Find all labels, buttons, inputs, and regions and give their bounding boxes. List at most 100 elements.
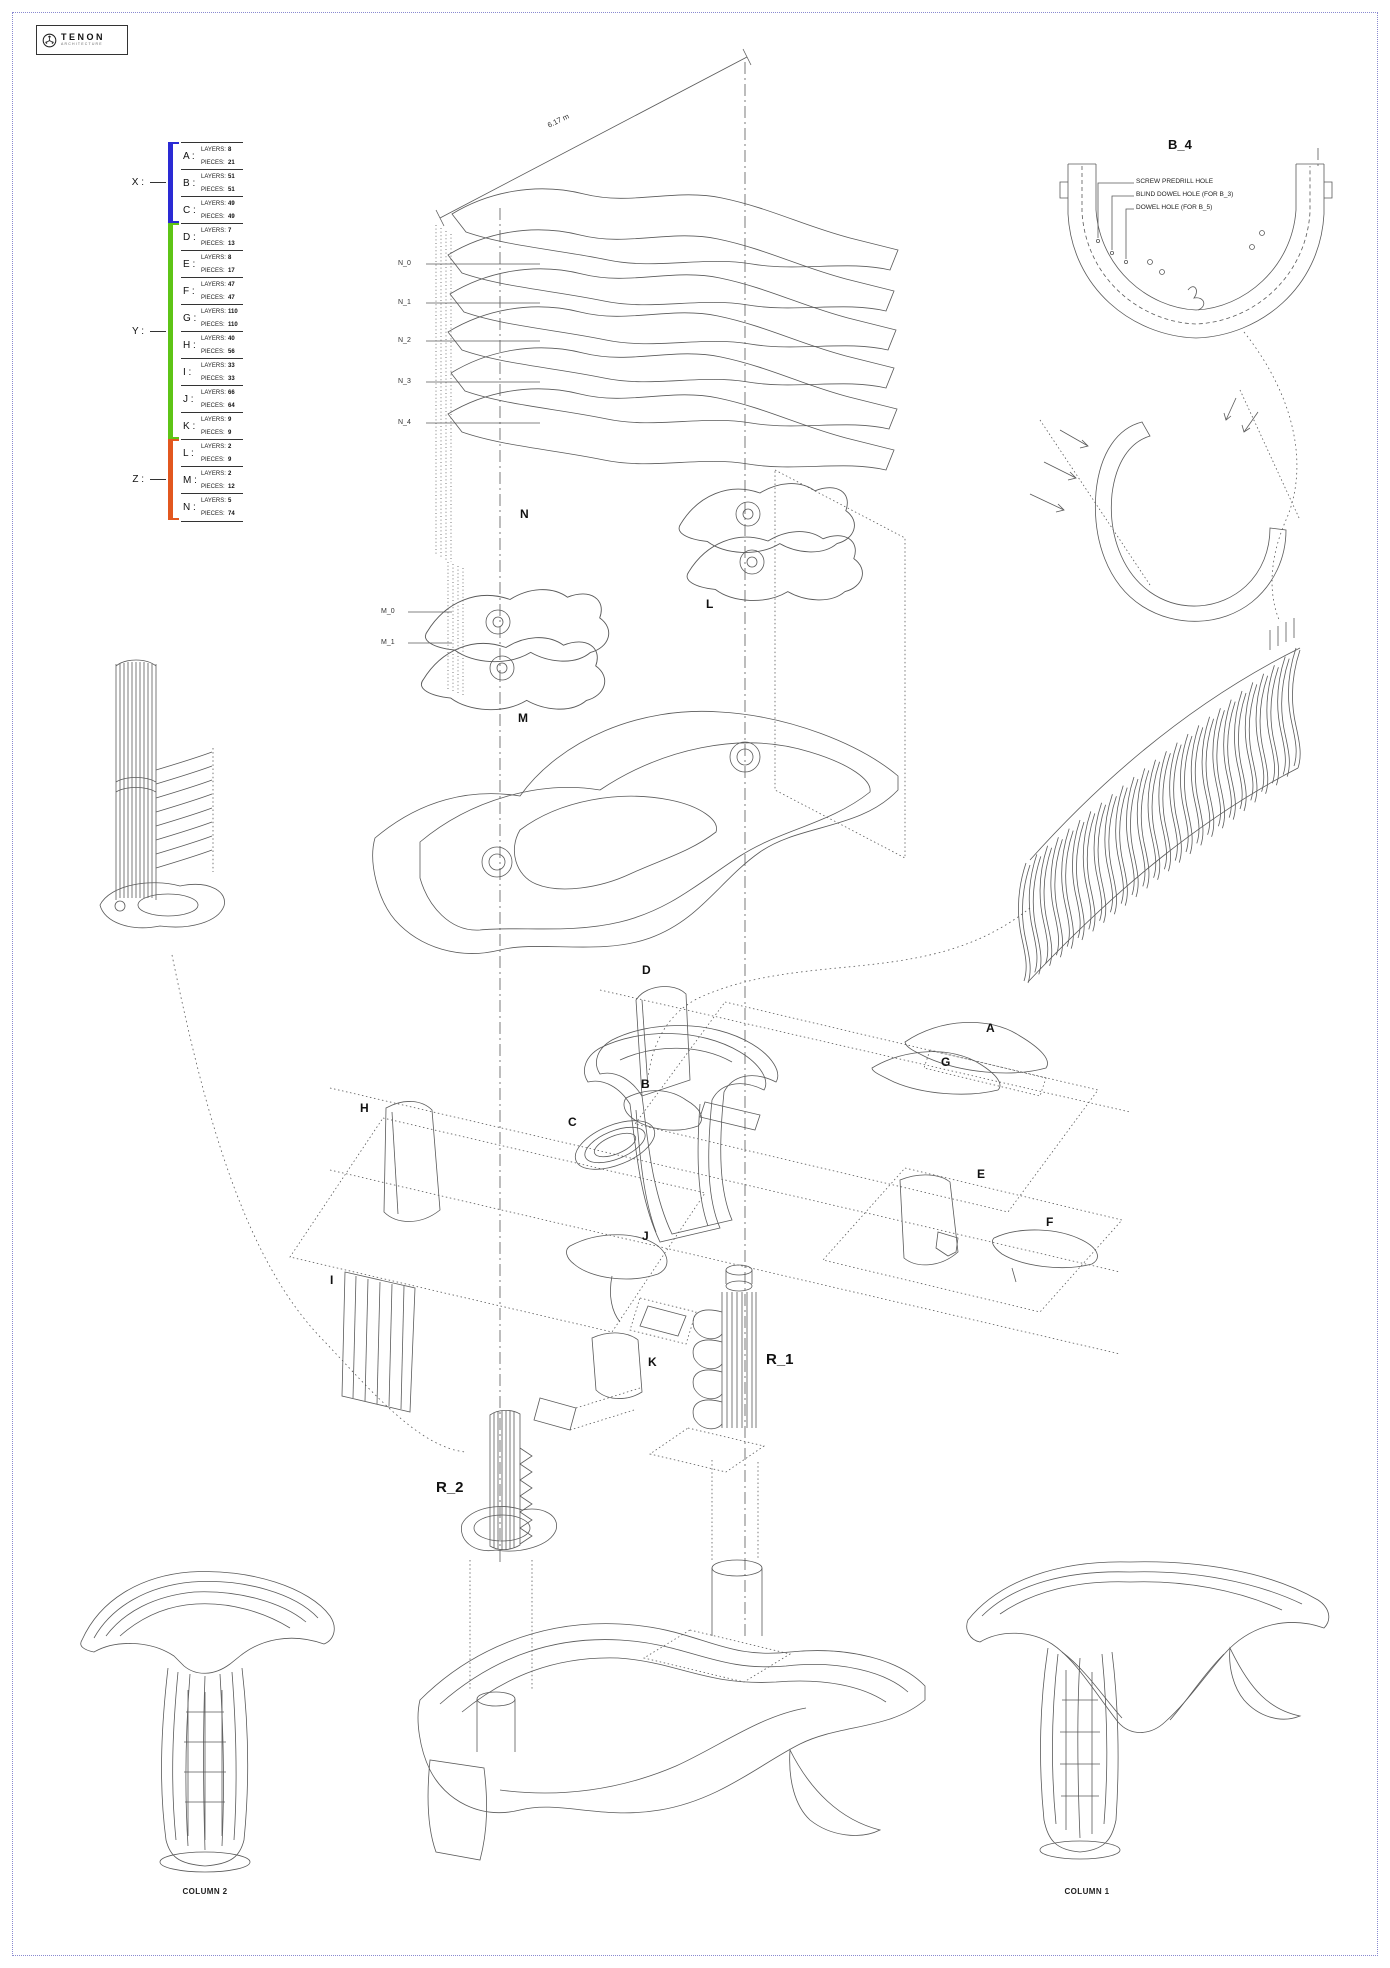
legend-group-x-tick [150,182,166,183]
layers-label: LAYERS: [201,497,226,504]
legend-letter: K : [183,421,196,432]
layer-tag-m0: M_0 [381,608,395,615]
pieces-value: 64 [228,403,235,410]
legend-bar-y [168,223,179,439]
pieces-label: PIECES: [201,214,225,221]
layers-value: 7 [228,227,232,234]
layers-value: 9 [228,416,232,423]
logo-box: TENON ARCHITECTURE [36,25,128,55]
centerlines [499,62,746,1640]
part-label-h: H [360,1101,369,1115]
part-label-l: L [706,597,714,611]
b4-annotation-dowel: DOWEL HOLE (FOR B_5) [1136,204,1213,211]
layers-label: LAYERS: [201,470,226,477]
layers-value: 5 [228,497,232,504]
part-label-r2: R_2 [436,1479,464,1496]
b4-title: B_4 [1168,137,1192,152]
layer-tag-n4: N_4 [398,419,411,426]
layers-value: 2 [228,470,232,477]
part-label-k: K [648,1355,657,1369]
pieces-label: PIECES: [201,241,225,248]
part-label-i: I [330,1273,334,1287]
part-label-r1: R_1 [766,1351,794,1368]
legend-letter: G : [183,313,197,324]
pieces-label: PIECES: [201,457,225,464]
pieces-value: 17 [228,268,235,275]
caption-column2: COLUMN 2 [182,1887,228,1896]
legend-letter: N : [183,502,196,513]
layers-value: 2 [228,443,232,450]
part-label-n: N [520,507,529,521]
l-layer-stack-drawing [678,469,906,859]
dimension-line [435,48,752,227]
pieces-value: 13 [228,241,235,248]
legend-letter: E : [183,259,196,270]
tenon-joint-icon [42,33,57,47]
assembled-slab-drawing [417,1559,926,1861]
r2-column-drawing [461,1387,641,1690]
layers-label: LAYERS: [201,146,226,153]
layers-value: 51 [228,173,235,180]
pieces-label: PIECES: [201,403,225,410]
layers-value: 8 [228,254,232,261]
legend-group-x: X : [131,177,144,188]
part-label-g: G [941,1055,951,1069]
column1-drawing [966,1561,1330,1860]
legend-group-z: Z : [132,474,144,485]
pieces-label: PIECES: [201,322,225,329]
layer-tag-n0: N_0 [398,260,411,267]
pieces-label: PIECES: [201,430,225,437]
caption-column1: COLUMN 1 [1064,1887,1110,1896]
layers-label: LAYERS: [201,173,226,180]
b4-annotation-screw: SCREW PREDRILL HOLE [1136,178,1214,185]
part-label-a: A [986,1021,995,1035]
legend-letter: H : [183,340,196,351]
pieces-value: 47 [228,295,235,302]
rib-fan-stack-drawing [1018,618,1301,984]
legend-letter: I : [183,367,192,378]
layers-label: LAYERS: [201,200,226,207]
part-label-j: J [642,1229,649,1243]
pieces-label: PIECES: [201,187,225,194]
connector-curves [171,331,1298,1453]
layer-tag-n2: N_2 [398,337,411,344]
pieces-value: 33 [228,376,235,383]
pieces-label: PIECES: [201,295,225,302]
part-label-e: E [977,1167,986,1181]
part-label-c: C [568,1115,577,1129]
part-label-f: F [1046,1215,1054,1229]
pieces-value: 51 [228,187,235,194]
pieces-label: PIECES: [201,376,225,383]
layer-tag-m1: M_1 [381,639,395,646]
layers-label: LAYERS: [201,308,226,315]
legend-letter: F : [183,286,195,297]
pieces-value: 56 [228,349,235,356]
layer-tag-n3: N_3 [398,378,411,385]
logo-subtitle: ARCHITECTURE [61,42,103,47]
layers-value: 47 [228,281,235,288]
pieces-value: 9 [228,430,232,437]
b4-rib-3d-drawing [1029,389,1301,622]
layers-label: LAYERS: [201,335,226,342]
legend-letter: M : [183,475,197,486]
pieces-label: PIECES: [201,268,225,275]
layers-label: LAYERS: [201,389,226,396]
m-layer-stack-drawing [408,589,610,711]
layers-label: LAYERS: [201,227,226,234]
legend-letter: B : [183,178,196,189]
legend-bar-z [168,439,179,520]
r1-column-drawing [629,1264,765,1560]
layers-value: 33 [228,362,235,369]
